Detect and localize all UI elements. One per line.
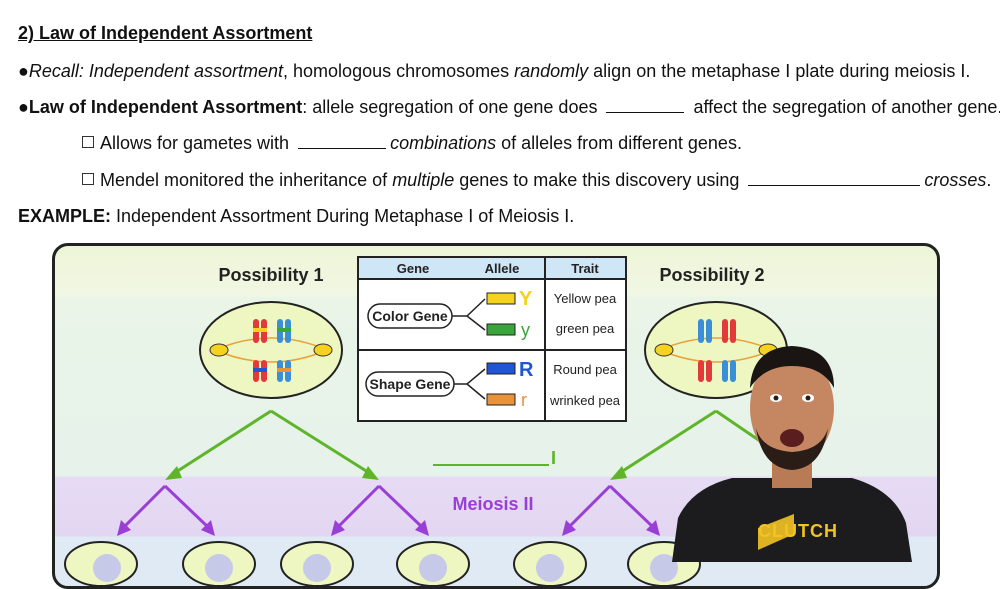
fill-blank	[298, 132, 387, 149]
possibility-1-label: Possibility 1	[218, 265, 323, 285]
bullet: ●	[18, 61, 29, 81]
logo-mark-icon	[758, 514, 794, 550]
clutch-logo: CLUTCH	[758, 521, 838, 541]
law-text-end: affect the segregation of another gene.	[688, 97, 1000, 117]
example-line: EXAMPLE: Independent Assortment During M…	[18, 205, 574, 227]
sub2-period: .	[986, 170, 992, 190]
allele-legend-table: Gene Allele Trait Color Gene Y y Yellow …	[357, 256, 627, 422]
sub-point-gametes: Allows for gametes with combinations of …	[82, 132, 742, 154]
sub2-text-mid: genes to make this discovery using	[454, 170, 745, 190]
law-text: : allele segregation of one gene does	[302, 97, 603, 117]
presenter-video-overlay	[672, 346, 912, 562]
table-header-trait: Trait	[571, 261, 599, 276]
trait-label: Round pea	[553, 362, 617, 377]
sub2-text: Mendel monitored the inheritance of	[100, 170, 393, 190]
meiosis-i-arrows	[165, 409, 761, 480]
recall-randomly: randomly	[514, 61, 589, 81]
recall-lead: Recall: Independent assortment	[28, 61, 284, 81]
trait-label: wrinked pea	[549, 393, 621, 408]
gamete-nuclei	[93, 554, 678, 582]
color-gene-label: Color Gene	[372, 308, 448, 324]
recall-text: , homologous chromosomes	[283, 61, 515, 81]
gamete-cells	[64, 541, 701, 586]
trait-label: green pea	[556, 321, 615, 336]
law-term: Law of Independent Assortment	[28, 97, 303, 117]
law-line: ●Law of Independent Assortment: allele s…	[18, 96, 1000, 118]
recall-text-end: align on the metaphase I plate during me…	[588, 61, 971, 81]
trait-label: Yellow pea	[554, 291, 617, 306]
sub1-combinations: combinations	[390, 133, 497, 153]
fill-blank	[606, 96, 685, 113]
table-header-gene: Gene	[397, 261, 430, 276]
example-label: EXAMPLE:	[18, 206, 112, 226]
allele-symbol: y	[521, 320, 530, 340]
sub2-crosses: crosses	[924, 170, 987, 190]
page-heading: 2) Law of Independent Assortment	[18, 23, 313, 43]
recall-line: ●Recall: Independent assortment, homolog…	[18, 60, 970, 82]
allele-symbol: R	[519, 359, 534, 381]
example-text: Independent Assortment During Metaphase …	[111, 206, 575, 226]
possibility-2-label: Possibility 2	[659, 265, 764, 285]
table-header-allele: Allele	[485, 261, 520, 276]
sub1-text-end: of alleles from different genes.	[496, 133, 742, 153]
meiosis-i-label: I	[551, 448, 556, 468]
checkbox-icon	[82, 173, 94, 185]
meiosis-ii-arrows	[117, 484, 660, 536]
checkbox-icon	[82, 136, 94, 148]
sub1-text: Allows for gametes with	[100, 133, 295, 153]
shape-gene-label: Shape Gene	[370, 376, 451, 392]
sub2-multiple: multiple	[392, 170, 455, 190]
bullet: ●	[18, 97, 29, 117]
sub-point-mendel: Mendel monitored the inheritance of mult…	[82, 169, 991, 191]
fill-blank	[748, 169, 921, 186]
allele-symbol: r	[521, 390, 527, 410]
meiosis-ii-label: Meiosis II	[452, 494, 533, 514]
allele-symbol: Y	[519, 288, 533, 310]
metaphase-cell-1	[199, 301, 343, 399]
